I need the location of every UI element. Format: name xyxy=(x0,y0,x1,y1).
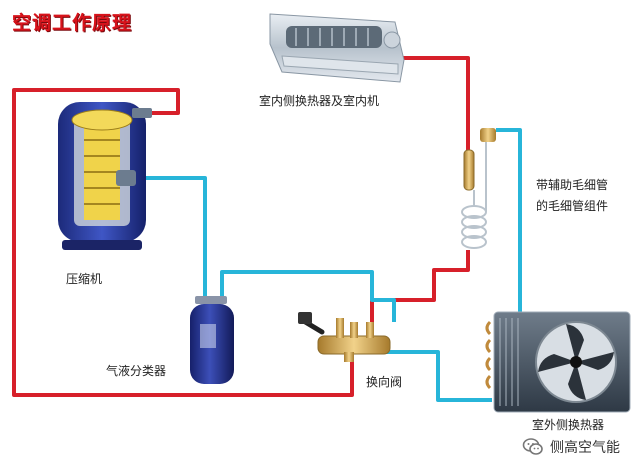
outdoor-unit-label: 室外侧换热器 xyxy=(532,418,605,432)
cold-pipes xyxy=(120,128,522,402)
indoor-liquid-pipe xyxy=(400,56,470,150)
suction-pipe xyxy=(120,176,207,298)
indoor-unit xyxy=(269,13,405,83)
brand-watermark: 侧高空气能 xyxy=(522,436,620,458)
reversing-valve-label: 换向阀 xyxy=(366,375,403,389)
capillary-label-line1: 带辅助毛细管 xyxy=(536,178,609,192)
capillary-return-pipe xyxy=(370,250,470,330)
discharge-pipe xyxy=(12,88,354,397)
gas-liquid-separator xyxy=(190,296,234,384)
reversing-valve xyxy=(298,312,391,362)
diagram-title: 空调工作原理 xyxy=(12,12,133,34)
accumulator-label: 气液分类器 xyxy=(106,364,167,378)
brand-name: 侧高空气能 xyxy=(550,440,620,456)
compressor-label: 压缩机 xyxy=(66,272,103,286)
capillary-label-line2: 的毛细管组件 xyxy=(536,199,609,213)
capillary-assembly xyxy=(461,128,496,249)
hot-pipes xyxy=(12,56,470,397)
outdoor-gas-pipe xyxy=(360,350,492,402)
outdoor-liquid-pipe xyxy=(496,128,522,330)
outdoor-heat-exchanger xyxy=(485,311,631,413)
accumulator-out-pipe xyxy=(220,270,396,322)
compressor xyxy=(58,102,152,250)
indoor-unit-label: 室内侧换热器及室内机 xyxy=(259,94,380,108)
wechat-icon xyxy=(522,438,543,455)
